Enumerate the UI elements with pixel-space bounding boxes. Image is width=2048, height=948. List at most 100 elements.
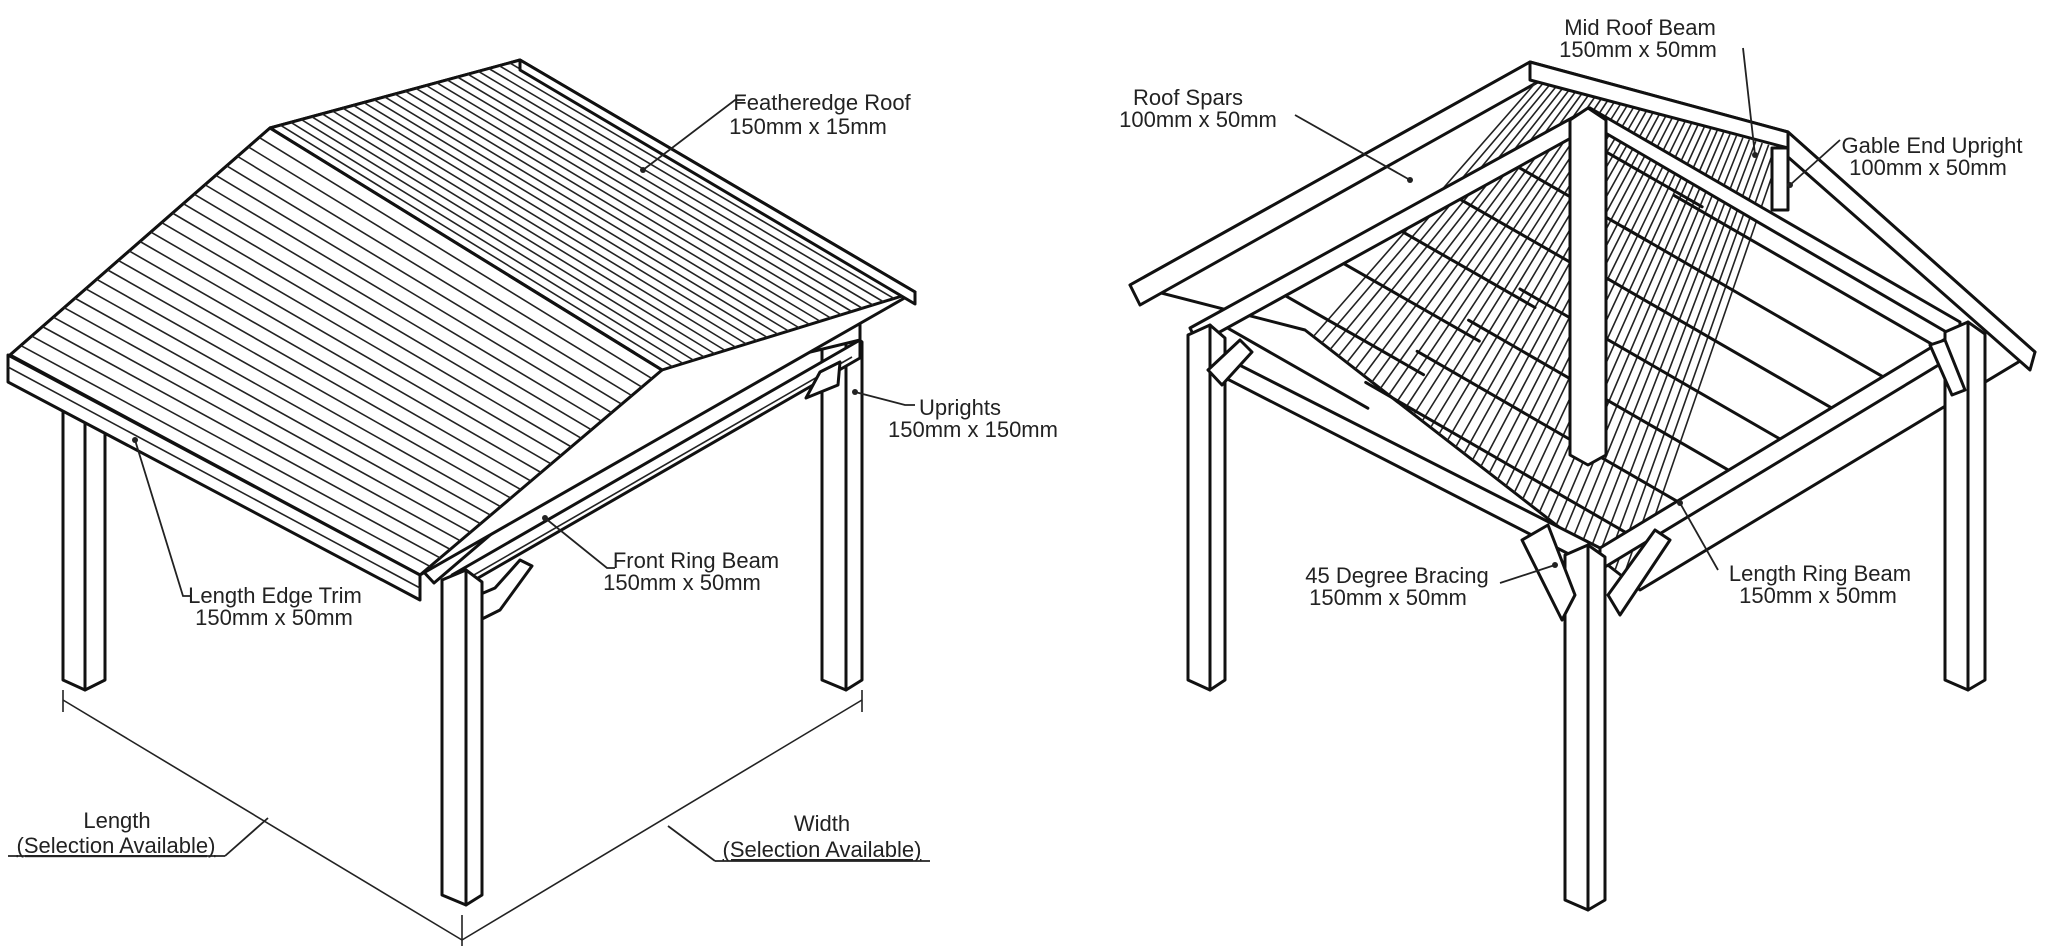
roof-slat-line xyxy=(1538,128,1712,513)
bracing-size: 150mm x 50mm xyxy=(1309,585,1467,610)
centre-upright xyxy=(1568,106,1608,467)
featheredge-roof xyxy=(6,58,917,602)
roof-board-line xyxy=(128,250,532,482)
callout-leaders-right xyxy=(1294,47,1841,584)
roof-slat-line xyxy=(1396,98,1602,402)
roof-slat-line xyxy=(1346,88,1563,363)
roof-board-line xyxy=(467,73,863,309)
roof-board-line xyxy=(290,121,684,365)
roof-board-line xyxy=(342,107,737,348)
mid-roof-beam-label: Mid Roof Beam 150mm x 50mm xyxy=(1559,15,1717,62)
roof-board-line xyxy=(31,335,441,559)
width-dimension-label: Width (Selection Available) xyxy=(723,811,922,862)
roof-slat-line xyxy=(1580,137,1744,545)
length-note: (Selection Available) xyxy=(17,833,216,858)
roof-board-line xyxy=(139,240,542,474)
roof-spar xyxy=(1337,259,1481,343)
length-edge-trim-size: 150mm x 50mm xyxy=(195,605,353,630)
roof-board-line xyxy=(300,118,695,361)
roof-board-line xyxy=(42,325,451,551)
gable-end-upright-size: 100mm x 50mm xyxy=(1849,155,2007,180)
length-ring-beam-name: Length Ring Beam xyxy=(1729,561,1911,586)
roof-board-line xyxy=(373,98,768,339)
roof-spar xyxy=(1449,192,1593,276)
roof-board-line xyxy=(405,90,800,329)
roof-board-line xyxy=(193,193,592,431)
left-leg xyxy=(1186,323,1227,692)
roof-spar xyxy=(1415,349,1679,503)
roof-board-line xyxy=(498,64,895,300)
front-ring-beam-size: 150mm x 50mm xyxy=(603,570,761,595)
roof-spar xyxy=(1226,326,1370,410)
uprights-size: 150mm x 150mm xyxy=(888,417,1058,442)
back-left-upright xyxy=(61,400,107,692)
roof-slat-line xyxy=(1572,135,1738,539)
roof-board-line xyxy=(20,344,431,568)
mid-roof-beam-size: 150mm x 50mm xyxy=(1559,37,1717,62)
roof-board-line xyxy=(352,104,747,345)
roof-slat-line xyxy=(1589,139,1751,552)
roof-spar xyxy=(1621,225,1885,379)
45-degree-bracing-label: 45 Degree Bracing 150mm x 50mm xyxy=(1305,563,1488,610)
length-ring-beam-size: 150mm x 50mm xyxy=(1739,583,1897,608)
mid-roof-beam-name: Mid Roof Beam xyxy=(1564,15,1716,40)
roof-slat-line xyxy=(1614,144,1770,571)
roof-board-line xyxy=(204,184,602,422)
length-dimension-label: Length (Selection Available) xyxy=(17,808,216,858)
roof-slat-line xyxy=(1605,142,1763,565)
roof-spar xyxy=(1364,380,1628,534)
roof-board-line xyxy=(384,96,779,335)
roof-board-line xyxy=(96,278,502,508)
roof-board-line xyxy=(415,87,810,326)
callout-leaders-left xyxy=(8,99,930,862)
bracing-name: 45 Degree Bracing xyxy=(1305,563,1488,588)
roof-board-line xyxy=(150,231,552,465)
roof-board-line xyxy=(161,221,562,457)
roof-spar xyxy=(1672,194,1936,348)
roof-board-line xyxy=(85,288,491,516)
exterior-view-diagram: Featheredge Roof 150mm x 15mm Uprights 1… xyxy=(6,58,1058,946)
roof-slat-line xyxy=(1329,84,1550,351)
roof-board-line xyxy=(172,212,572,448)
roof-spar xyxy=(1569,256,1833,410)
roof-slat-line xyxy=(1446,109,1641,441)
underside-view-diagram: Mid Roof Beam 150mm x 50mm Roof Spars 10… xyxy=(1119,15,2037,912)
front-ring-beam-label: Front Ring Beam 150mm x 50mm xyxy=(603,548,779,595)
front-ring-beam-name: Front Ring Beam xyxy=(613,548,779,573)
roof-slat-line xyxy=(1337,86,1557,357)
roof-board-line xyxy=(321,113,716,355)
width-name: Width xyxy=(794,811,850,836)
roof-board-line xyxy=(446,79,842,316)
roof-board-line xyxy=(279,124,673,368)
roof-slat-line xyxy=(1597,140,1757,558)
roof-board-line xyxy=(237,155,633,397)
roof-slat-line xyxy=(1354,90,1570,370)
length-edge-trim-name: Length Edge Trim xyxy=(188,583,362,608)
featheredge-roof-name: Featheredge Roof xyxy=(733,90,911,115)
width-note: (Selection Available) xyxy=(723,837,922,862)
roof-board-line xyxy=(52,316,461,542)
roof-board-line xyxy=(363,101,758,342)
roof-slat-line xyxy=(1563,133,1731,532)
length-ring-beam-label: Length Ring Beam 150mm x 50mm xyxy=(1729,561,1911,608)
featheredge-roof-label: Featheredge Roof 150mm x 15mm xyxy=(729,90,911,139)
length-name: Length xyxy=(83,808,150,833)
roof-board-line xyxy=(74,297,481,525)
roof-board-line xyxy=(436,81,832,319)
roof-spars-name: Roof Spars xyxy=(1133,85,1243,110)
roof-board-line xyxy=(477,70,874,306)
roof-spars-label: Roof Spars 100mm x 50mm xyxy=(1119,85,1277,132)
gable-end-upright-label: Gable End Upright 100mm x 50mm xyxy=(1842,133,2023,180)
roof-board-line xyxy=(394,93,789,332)
roof-board-line xyxy=(63,307,471,533)
front-leg xyxy=(1563,543,1607,912)
roof-board-line xyxy=(182,202,582,440)
45-degree-bracing xyxy=(1206,338,1967,622)
gable-end-upright-name: Gable End Upright xyxy=(1842,133,2023,158)
roof-board-lines-front xyxy=(20,136,653,568)
length-edge-trim-label: Length Edge Trim 150mm x 50mm xyxy=(188,583,362,630)
roof-spar xyxy=(1282,293,1426,377)
roof-board-line xyxy=(457,76,853,313)
roof-board-line xyxy=(247,146,643,388)
